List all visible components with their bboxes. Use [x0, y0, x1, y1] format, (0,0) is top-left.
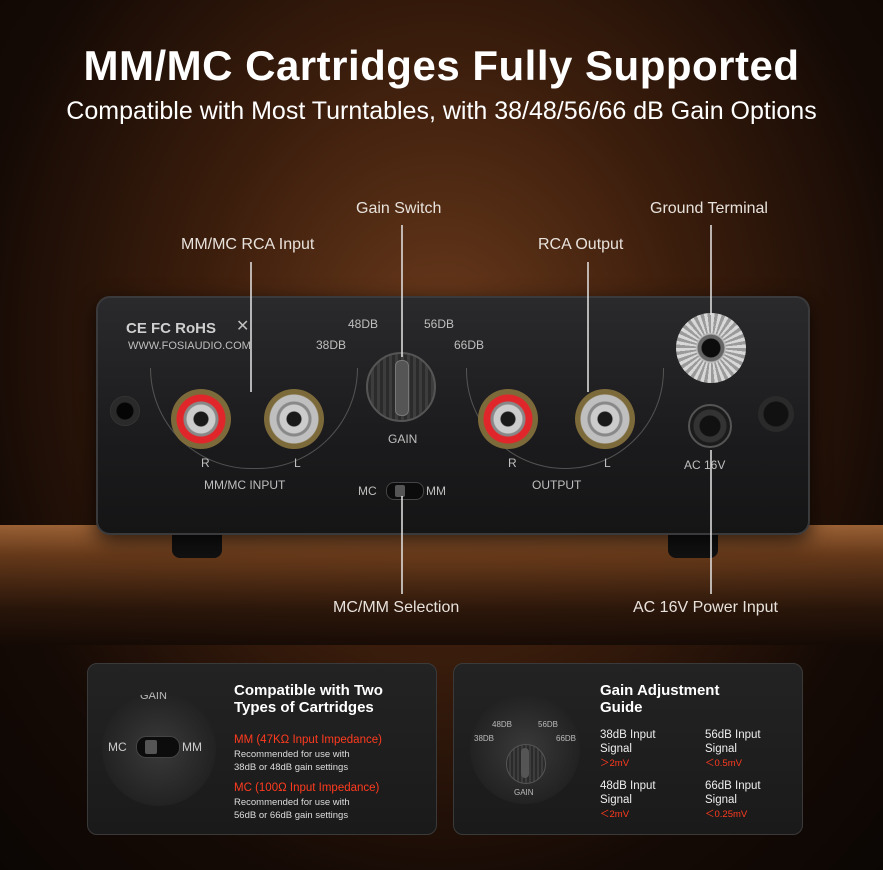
callout-line-mcmm [401, 496, 403, 594]
screw-left [110, 396, 140, 426]
callout-mm-mc-rca-input: MM/MC RCA Input [181, 236, 315, 253]
mm-heading: MM (47KΩ Input Impedance) [234, 734, 382, 746]
card-right-title: Gain Adjustment Guide [600, 682, 719, 716]
gain-item-label1: 56dB Input [705, 729, 761, 741]
gain-item-38db: 38dB Input Signal ＞2mV [600, 728, 656, 771]
mc-heading: MC (100Ω Input Impedance) [234, 782, 380, 794]
gain-item-label2: Signal [705, 794, 737, 806]
lens-mc-text: MC [108, 740, 127, 754]
callout-mc-mm-selection: MC/MM Selection [333, 599, 460, 616]
gain-item-66db: 66dB Input Signal ＜0.25mV [705, 779, 761, 822]
callout-line-ground [710, 225, 712, 315]
lens-gain-caption: GAIN [514, 788, 534, 797]
switch-mc-label: MC [358, 484, 377, 498]
gain-label-48db: 48DB [348, 317, 379, 331]
page-subtitle: Compatible with Most Turntables, with 38… [66, 97, 817, 125]
mc-mm-switch[interactable] [386, 482, 424, 500]
lens-66db: 66DB [556, 734, 577, 743]
lens-gain-text: GAIN [140, 692, 167, 702]
output-r-label: R [508, 456, 517, 470]
page-title: MM/MC Cartridges Fully Supported [83, 42, 800, 89]
gain-label-38db: 38DB [316, 338, 347, 352]
recycle-icon: ✕ [236, 318, 250, 335]
gain-knob-grip [395, 360, 409, 416]
mc-description: Recommended for use with 56dB or 66dB ga… [234, 796, 350, 822]
certification-marks: CE FC RoHS [126, 320, 216, 337]
gain-item-56db: 56dB Input Signal ＜0.5mV [705, 728, 761, 771]
rca-input-r-jack[interactable] [171, 389, 231, 449]
rca-output-l-jack[interactable] [575, 389, 635, 449]
lens-56db: 56DB [538, 720, 559, 729]
gain-item-label1: 48dB Input [600, 780, 656, 792]
output-caption: OUTPUT [532, 478, 582, 492]
mm-description: Recommended for use with 38dB or 48dB ga… [234, 748, 350, 774]
callout-line-ac [710, 450, 712, 594]
mm-desc-line1: Recommended for use with [234, 749, 350, 760]
card-left-lens: GAIN MC MM [102, 692, 216, 806]
mm-desc-line2: 38dB or 48dB gain settings [234, 762, 349, 773]
gain-knob[interactable] [366, 352, 436, 422]
card-right-lens: 38DB 48DB 56DB 66DB GAIN [470, 694, 580, 804]
lens-switch-thumb [145, 740, 157, 754]
card-right-title-line2: Guide [600, 699, 643, 716]
gain-caption: GAIN [388, 432, 418, 446]
gain-item-48db: 48dB Input Signal ＜2mV [600, 779, 656, 822]
gain-item-label1: 38dB Input [600, 729, 656, 741]
gain-item-value: ＞2mV [600, 758, 630, 769]
lens-48db: 48DB [492, 720, 513, 729]
card-left-title-line2: Types of Cartridges [234, 699, 374, 716]
device-foot-right [668, 532, 718, 558]
ac-label: AC 16V [684, 458, 726, 472]
mc-desc-line1: Recommended for use with [234, 797, 350, 808]
floor-reflection [0, 525, 883, 645]
gain-item-label2: Signal [600, 743, 632, 755]
gain-label-66db: 66DB [454, 338, 485, 352]
lens-38db: 38DB [474, 734, 495, 743]
callout-ac-power-input: AC 16V Power Input [633, 599, 778, 616]
gain-item-label1: 66dB Input [705, 780, 761, 792]
gain-item-value: ＜0.25mV [705, 809, 748, 820]
callout-ground-terminal: Ground Terminal [650, 200, 768, 217]
gain-item-value: ＜0.5mV [705, 758, 742, 769]
gain-item-value: ＜2mV [600, 809, 630, 820]
lens-knob-grip [521, 748, 529, 778]
device-foot-left [172, 532, 222, 558]
output-l-label: L [604, 456, 611, 470]
mc-desc-line2: 56dB or 66dB gain settings [234, 810, 349, 821]
brand-website: WWW.FOSIAUDIO.COM [128, 340, 251, 352]
lens-switch [136, 736, 180, 758]
rca-input-l-jack[interactable] [264, 389, 324, 449]
mc-mm-switch-thumb [395, 485, 405, 497]
card-gain-guide: 38DB 48DB 56DB 66DB GAIN Gain Adjustment… [453, 663, 803, 835]
ground-terminal[interactable] [676, 313, 746, 383]
ac-power-jack[interactable] [688, 404, 732, 448]
callout-rca-output: RCA Output [538, 236, 624, 253]
switch-mm-label: MM [426, 484, 446, 498]
card-left-title: Compatible with Two Types of Cartridges [234, 682, 383, 716]
rca-output-r-jack[interactable] [478, 389, 538, 449]
lens-knob [506, 744, 546, 784]
lens-mm-text: MM [182, 740, 202, 754]
callout-line-gain [401, 225, 403, 357]
input-l-label: L [294, 456, 301, 470]
gain-item-label2: Signal [600, 794, 632, 806]
input-r-label: R [201, 456, 210, 470]
gain-label-56db: 56DB [424, 317, 455, 331]
callout-line-input [250, 262, 252, 392]
gain-item-label2: Signal [705, 743, 737, 755]
card-cartridge-types: GAIN MC MM Compatible with Two Types of … [87, 663, 437, 835]
screw-right [758, 396, 794, 432]
card-right-title-line1: Gain Adjustment [600, 682, 720, 699]
card-left-title-line1: Compatible with Two [234, 682, 383, 699]
input-caption: MM/MC INPUT [204, 478, 286, 492]
callout-line-output [587, 262, 589, 392]
callout-gain-switch: Gain Switch [356, 200, 442, 217]
ground-terminal-hole [696, 333, 726, 363]
